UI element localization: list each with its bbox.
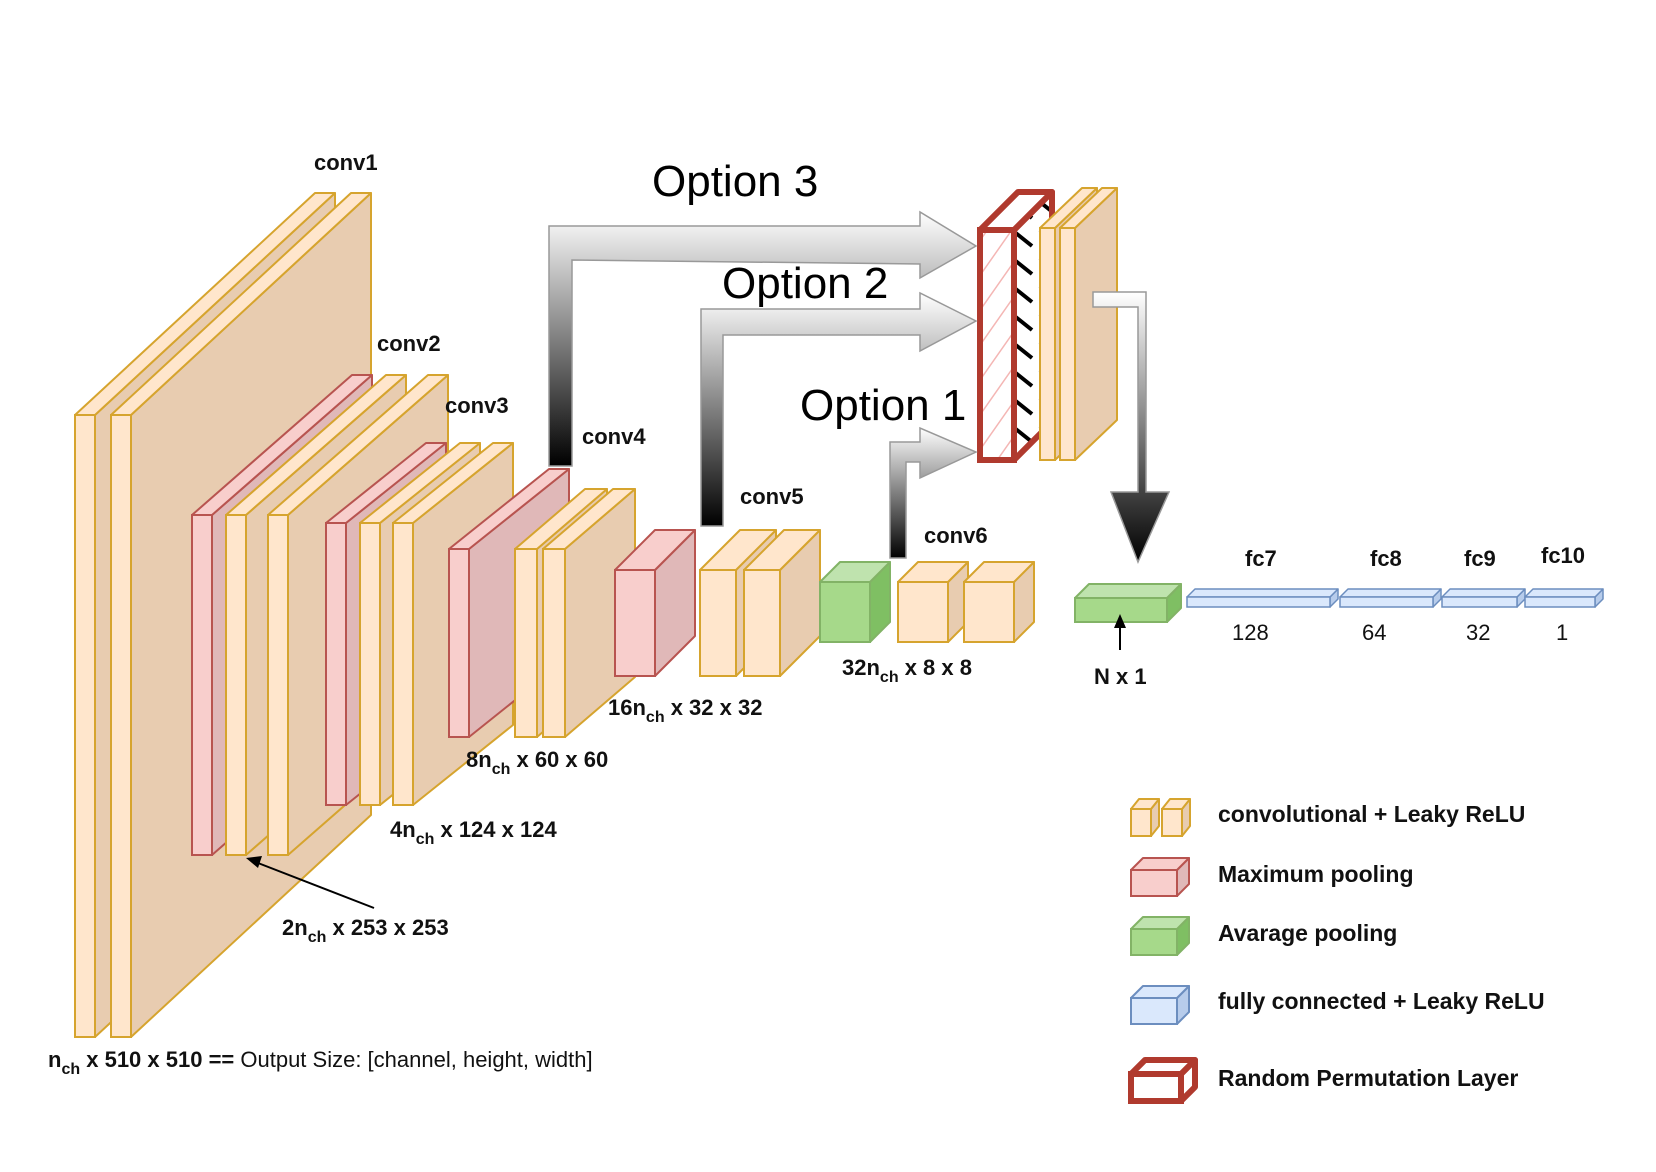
fc8-block bbox=[1339, 588, 1442, 608]
fc8-units: 64 bbox=[1362, 620, 1386, 645]
label-fc9: fc9 bbox=[1464, 546, 1496, 571]
legend-conv-label: convolutional + Leaky ReLU bbox=[1218, 801, 1525, 827]
size-label-1: nch x 510 x 510 == Output Size: [channel… bbox=[48, 1047, 593, 1078]
label-fc10: fc10 bbox=[1541, 543, 1585, 568]
option1-arrow bbox=[889, 426, 978, 559]
perm-conv-block-b bbox=[1059, 187, 1118, 461]
legend-avgpool-icon bbox=[1130, 916, 1190, 956]
size-pointer-arrow bbox=[246, 856, 375, 909]
legend-icons bbox=[1128, 798, 1198, 1104]
output-down-arrow bbox=[1092, 291, 1171, 564]
conv5-maxpool-block bbox=[614, 529, 696, 677]
option2-label: Option 2 bbox=[722, 259, 888, 308]
option2-arrow bbox=[700, 291, 978, 527]
legend-conv-icon-b bbox=[1161, 798, 1191, 837]
fc7-units: 128 bbox=[1232, 620, 1269, 645]
conv6-block-a bbox=[897, 561, 969, 643]
legend-fc-icon bbox=[1130, 985, 1190, 1025]
fc10-block bbox=[1524, 588, 1604, 608]
nx1-avgpool-block bbox=[1074, 583, 1182, 623]
legend-fc-label: fully connected + Leaky ReLU bbox=[1218, 988, 1545, 1014]
label-fc7: fc7 bbox=[1245, 546, 1277, 571]
label-conv5: conv5 bbox=[740, 484, 804, 509]
label-conv6: conv6 bbox=[924, 523, 988, 548]
label-fc8: fc8 bbox=[1370, 546, 1402, 571]
option3-label: Option 3 bbox=[652, 157, 818, 206]
size-label-6: 32nch x 8 x 8 bbox=[842, 655, 972, 686]
conv6-avgpool-block bbox=[819, 561, 891, 643]
option1-label: Option 1 bbox=[800, 381, 966, 430]
fc9-units: 32 bbox=[1466, 620, 1490, 645]
legend-maxpool-icon bbox=[1130, 857, 1190, 897]
legend-conv-icon-a bbox=[1130, 798, 1160, 837]
label-conv2: conv2 bbox=[377, 331, 441, 356]
label-conv3: conv3 bbox=[445, 393, 509, 418]
size-label-5: 16nch x 32 x 32 bbox=[608, 695, 762, 726]
legend-maxpool-label: Maximum pooling bbox=[1218, 861, 1414, 887]
nx1-pointer-arrow bbox=[1114, 614, 1126, 650]
size-label-nx1: N x 1 bbox=[1094, 664, 1147, 689]
size-label-4: 8nch x 60 x 60 bbox=[466, 747, 608, 778]
label-conv4: conv4 bbox=[582, 424, 646, 449]
legend-perm-icon bbox=[1128, 1057, 1198, 1104]
legend-avgpool-label: Avarage pooling bbox=[1218, 920, 1397, 946]
fc9-block bbox=[1441, 588, 1526, 608]
option3-arrow bbox=[548, 210, 978, 467]
size-label-3: 4nch x 124 x 124 bbox=[390, 817, 557, 848]
label-conv1: conv1 bbox=[314, 150, 378, 175]
layer-blocks bbox=[74, 187, 1604, 1038]
conv6-block-b bbox=[963, 561, 1035, 643]
size-label-2: 2nch x 253 x 253 bbox=[282, 915, 449, 946]
fc10-units: 1 bbox=[1556, 620, 1568, 645]
fc7-block bbox=[1186, 588, 1339, 608]
legend-perm-label: Random Permutation Layer bbox=[1218, 1065, 1518, 1091]
